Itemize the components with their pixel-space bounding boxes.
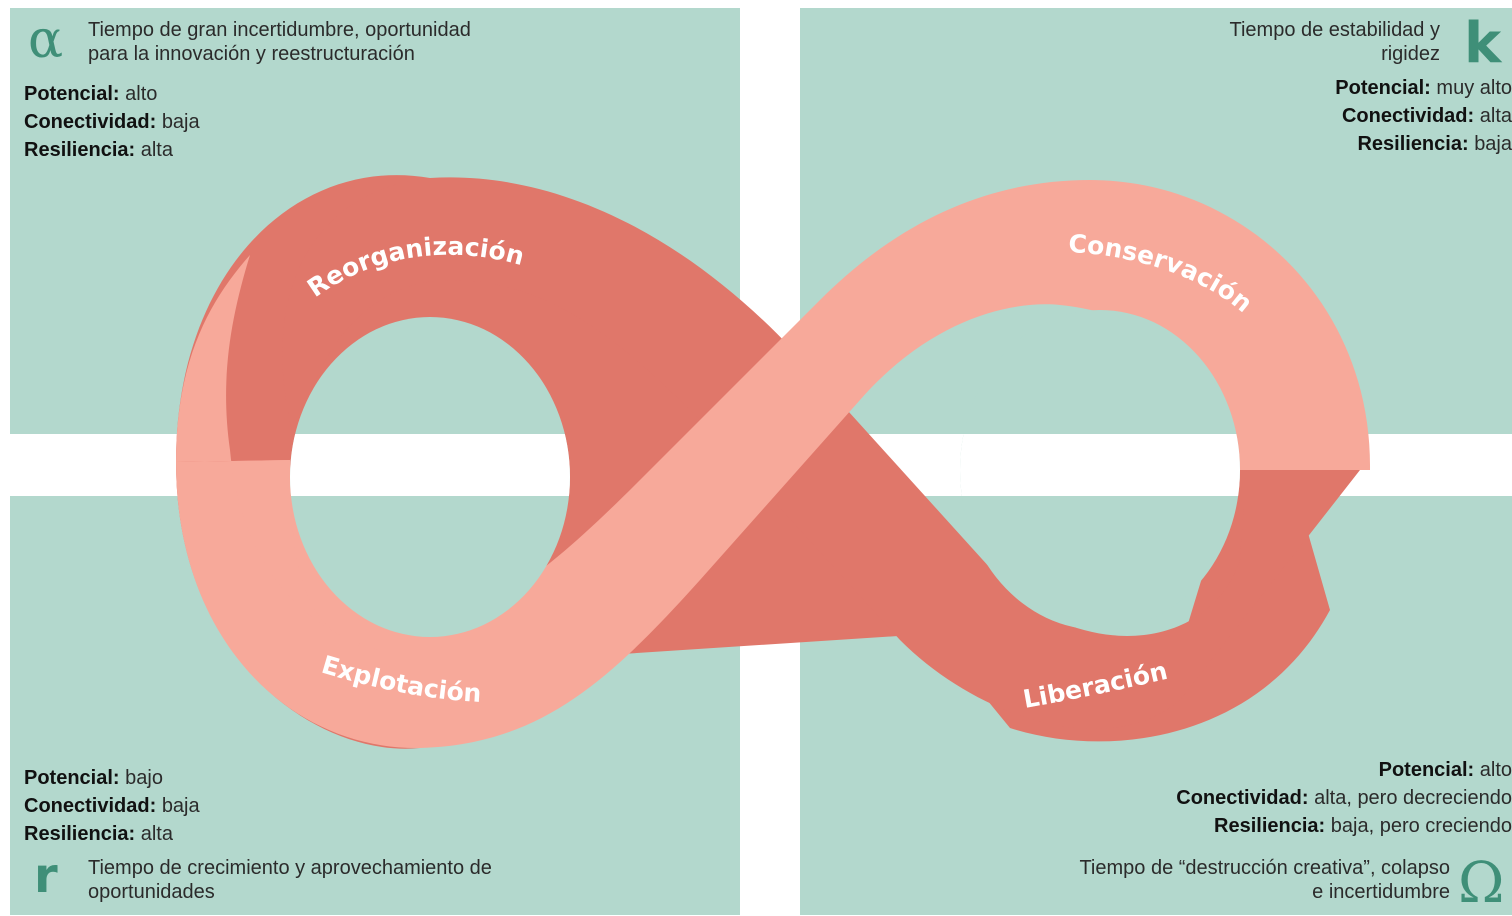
omega-stats: Potencial: alto Conectividad: alta, pero… <box>1176 756 1512 840</box>
stat-conectividad: Conectividad: baja <box>24 111 200 133</box>
alpha-symbol: α <box>28 10 64 70</box>
stat-potencial: Potencial: muy alto <box>1335 77 1512 99</box>
loop-front-strand <box>176 180 1371 749</box>
k-description: Tiempo de estabilidad y rigidez <box>1229 19 1441 65</box>
stat-resiliencia: Resiliencia: baja, pero creciendo <box>1214 815 1512 837</box>
r-stats: Potencial: bajo Conectividad: baja Resil… <box>24 764 200 848</box>
alpha-description: Tiempo de gran incertidumbre, oportunida… <box>88 19 471 65</box>
stat-conectividad: Conectividad: baja <box>24 795 200 817</box>
omega-description: Tiempo de “destrucción creativa”, colaps… <box>1079 857 1450 903</box>
stat-potencial: Potencial: bajo <box>24 767 163 789</box>
stat-potencial: Potencial: alto <box>24 83 158 105</box>
stat-resiliencia: Resiliencia: alta <box>24 139 173 161</box>
k-symbol: k <box>1464 11 1502 76</box>
stat-resiliencia: Resiliencia: baja <box>1357 133 1512 155</box>
stat-resiliencia: Resiliencia: alta <box>24 823 173 845</box>
alpha-stats: Potencial: alto Conectividad: baja Resil… <box>24 80 200 164</box>
stat-potencial: Potencial: alto <box>1378 759 1512 781</box>
stat-conectividad: Conectividad: alta <box>1341 105 1512 127</box>
omega-symbol: Ω <box>1458 851 1505 916</box>
stat-conectividad: Conectividad: alta, pero decreciendo <box>1176 787 1512 809</box>
r-description: Tiempo de crecimiento y aprovechamiento … <box>88 857 492 903</box>
r-symbol: r <box>34 848 58 904</box>
k-stats: Potencial: muy alto Conectividad: alta R… <box>1335 74 1512 158</box>
